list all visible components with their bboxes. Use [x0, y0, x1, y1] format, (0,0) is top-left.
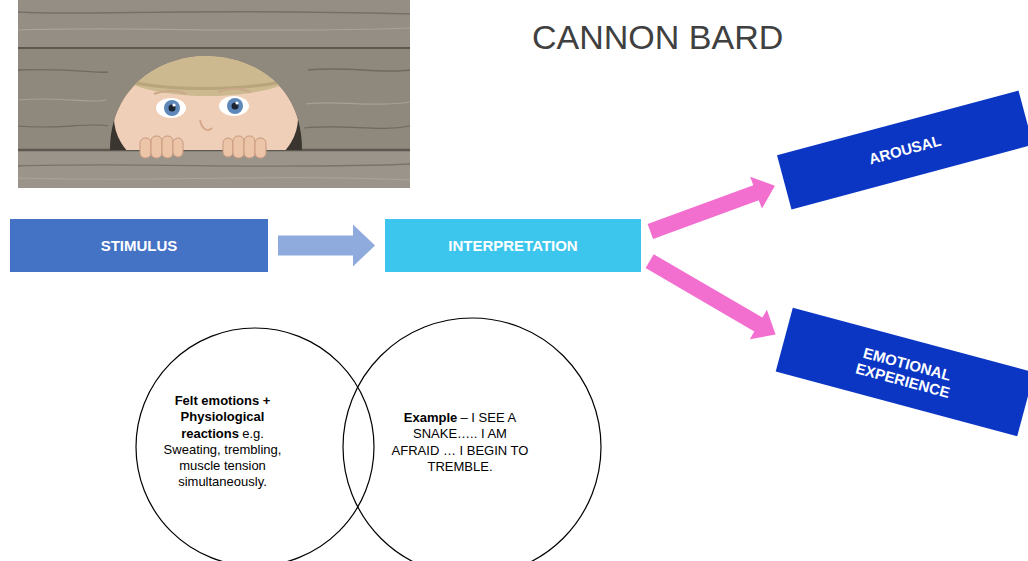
emotion-box: EMOTIONAL EXPERIENCE: [776, 308, 1028, 436]
diagram-title: CANNON BARD: [532, 18, 783, 57]
circle-text: Felt emotions + Physiological reactionse…: [160, 393, 285, 491]
block-arrow: [648, 177, 775, 239]
circle-text: Example– I SEE A SNAKE….. I AM AFRAID … …: [390, 410, 530, 475]
interpretation-box: INTERPRETATION: [385, 219, 641, 272]
box-label: EMOTIONAL EXPERIENCE: [838, 339, 972, 406]
circle-outline: [343, 318, 601, 561]
stimulus-box: STIMULUS: [10, 219, 268, 272]
block-arrow: [278, 225, 375, 267]
circle-heading: Example: [404, 410, 457, 425]
venn-circle: Example– I SEE A SNAKE….. I AM AFRAID … …: [342, 317, 602, 561]
arousal-box: AROUSAL: [777, 91, 1028, 210]
photo-illustration: [18, 0, 410, 188]
circle-outline: [136, 328, 374, 561]
box-label: INTERPRETATION: [448, 237, 577, 254]
box-label: STIMULUS: [101, 237, 178, 254]
venn-circle: Felt emotions + Physiological reactionse…: [135, 327, 375, 561]
block-arrow: [646, 254, 776, 339]
box-label: AROUSAL: [867, 132, 943, 168]
